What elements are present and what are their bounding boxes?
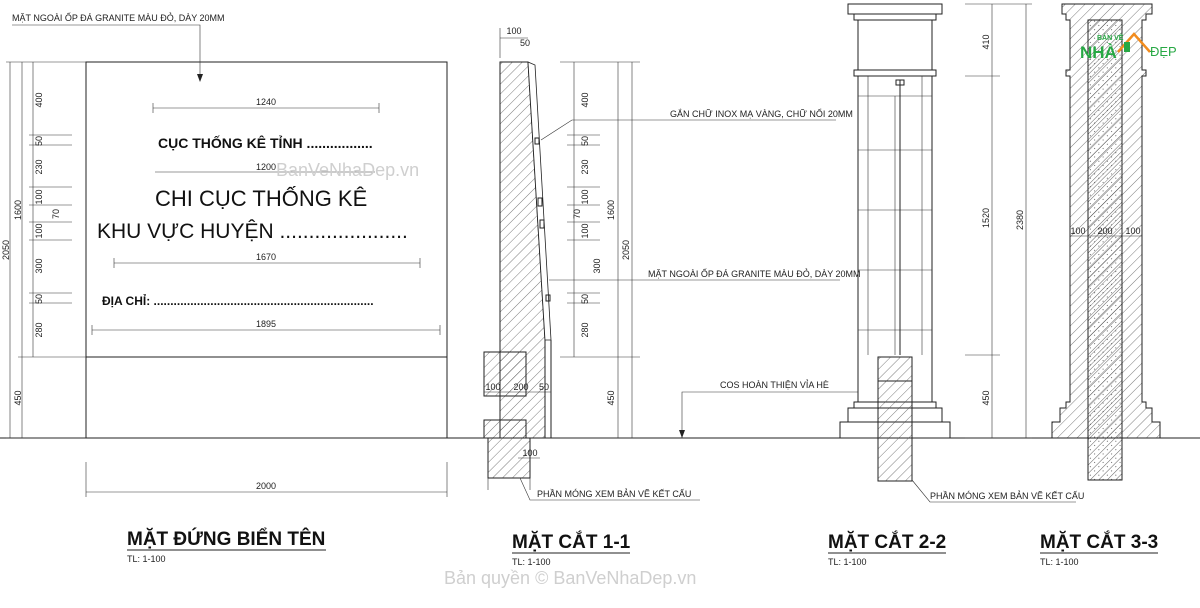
sec1-dim-b200: 200 bbox=[513, 382, 528, 392]
front-vdim: 100 bbox=[34, 189, 44, 204]
sec1-title: MẶT CẮT 1-1 bbox=[512, 531, 631, 553]
section-3-3: 100 200 100 MẶT CẮT 3-3 TL: 1-100 bbox=[1040, 3, 1161, 567]
sec2-scale: TL: 1-100 bbox=[828, 557, 867, 567]
section-2-2: 410 1520 450 2380 PHẦN MÓNG XEM BẢN VẼ K… bbox=[828, 3, 1084, 567]
front-vdim: 230 bbox=[34, 159, 44, 174]
sec1-vdim: 230 bbox=[580, 159, 590, 174]
sec1-vdim: 300 bbox=[592, 258, 602, 273]
sec2-dim-2380: 2380 bbox=[1015, 210, 1025, 230]
front-vdim: 400 bbox=[34, 92, 44, 107]
logo-right: ĐẸP bbox=[1150, 44, 1177, 59]
front-note-top: MẶT NGOÀI ỐP ĐÁ GRANITE MÀU ĐỎ, DÀY 20MM bbox=[12, 12, 225, 23]
sec3-dim-100b: 100 bbox=[1125, 226, 1140, 236]
sec3-dim-100a: 100 bbox=[1070, 226, 1085, 236]
sec1-vdim: 100 bbox=[580, 189, 590, 204]
front-dim-1670: 1670 bbox=[256, 252, 276, 262]
front-title: MẶT ĐỨNG BIỂN TÊN bbox=[127, 528, 325, 550]
section-1-1: 100 50 100 200 50 100 400 50 230 100 bbox=[483, 26, 861, 567]
sec1-dim-1600: 1600 bbox=[606, 200, 616, 220]
sec2-dim-1520: 1520 bbox=[981, 208, 991, 228]
sec1-vdim: 50 bbox=[580, 294, 590, 304]
front-vdim: 50 bbox=[34, 294, 44, 304]
sec3-core bbox=[1087, 19, 1123, 481]
front-vdim: 50 bbox=[34, 136, 44, 146]
sec1-vdim: 280 bbox=[580, 322, 590, 337]
sec1-dim-b100: 100 bbox=[485, 382, 500, 392]
brand-logo: BẢN VẼ NHÀ ĐẸP bbox=[1080, 32, 1177, 62]
sec1-dim-50: 50 bbox=[520, 38, 530, 48]
sec1-dim-base100: 100 bbox=[522, 448, 537, 458]
logo-top: BẢN VẼ bbox=[1097, 33, 1124, 42]
sec1-dim-100: 100 bbox=[506, 26, 521, 36]
sec2-dim-450: 450 bbox=[981, 390, 991, 405]
watermark-mid: BanVeNhaDep.vn bbox=[276, 160, 419, 180]
front-dim-1240: 1240 bbox=[256, 97, 276, 107]
sec3-title: MẶT CẮT 3-3 bbox=[1040, 531, 1158, 553]
front-vdim: 70 bbox=[51, 209, 61, 219]
sec1-note-granite: MẶT NGOÀI ỐP ĐÁ GRANITE MÀU ĐỎ, DÀY 20MM bbox=[648, 268, 861, 279]
sec3-dim-200: 200 bbox=[1097, 226, 1112, 236]
sec2-dim-410: 410 bbox=[981, 34, 991, 49]
sec1-scale: TL: 1-100 bbox=[512, 557, 551, 567]
front-note-leader bbox=[12, 24, 201, 78]
sec1-vdim: 70 bbox=[572, 209, 582, 219]
sec1-note-cos: COS HOÀN THIỆN VỈA HÈ bbox=[720, 379, 829, 390]
house-door-icon bbox=[1124, 42, 1130, 52]
sec1-vdim: 100 bbox=[580, 223, 590, 238]
front-vdim: 100 bbox=[34, 223, 44, 238]
front-dim-1600: 1600 bbox=[13, 200, 23, 220]
front-elevation: MẶT NGOÀI ỐP ĐÁ GRANITE MÀU ĐỎ, DÀY 20MM… bbox=[1, 12, 448, 564]
sign-line-3: KHU VỰC HUYỆN ...................... bbox=[97, 220, 408, 243]
front-scale: TL: 1-100 bbox=[127, 554, 166, 564]
sec2-note-foundation: PHẦN MÓNG XEM BẢN VẼ KẾT CẤU bbox=[930, 490, 1084, 501]
front-vdim: 300 bbox=[34, 258, 44, 273]
sign-board bbox=[85, 61, 448, 439]
sec1-vdim: 50 bbox=[580, 136, 590, 146]
front-dim-2000: 2000 bbox=[256, 481, 276, 491]
sec1-dim-450: 450 bbox=[606, 390, 616, 405]
front-vdim: 280 bbox=[34, 322, 44, 337]
sec1-vdim: 400 bbox=[580, 92, 590, 107]
front-dim-total: 2050 bbox=[1, 240, 11, 260]
watermark-bottom: Bản quyền © BanVeNhaDep.vn bbox=[444, 568, 696, 588]
front-dim-1200: 1200 bbox=[256, 162, 276, 172]
front-dim-1895: 1895 bbox=[256, 319, 276, 329]
house-roof-icon bbox=[1117, 32, 1151, 53]
sign-line-1: CỤC THỐNG KÊ TỈNH ................. bbox=[158, 134, 373, 151]
front-dim-450: 450 bbox=[13, 390, 23, 405]
sign-line-2: CHI CỤC THỐNG KÊ bbox=[155, 185, 367, 211]
sec3-scale: TL: 1-100 bbox=[1040, 557, 1079, 567]
logo-left: NHÀ bbox=[1080, 43, 1117, 62]
sec2-core bbox=[877, 380, 913, 482]
sec1-dim-b50: 50 bbox=[539, 382, 549, 392]
sec1-dim-total: 2050 bbox=[621, 240, 631, 260]
sec1-note-letters: GẮN CHỮ INOX MẠ VÀNG, CHỮ NỔI 20MM bbox=[670, 108, 853, 119]
sec2-title: MẶT CẮT 2-2 bbox=[828, 531, 946, 553]
sec1-note-foundation: PHẦN MÓNG XEM BẢN VẼ KẾT CẤU bbox=[537, 488, 691, 499]
sign-line-4: ĐỊA CHỈ: ...............................… bbox=[102, 293, 374, 308]
